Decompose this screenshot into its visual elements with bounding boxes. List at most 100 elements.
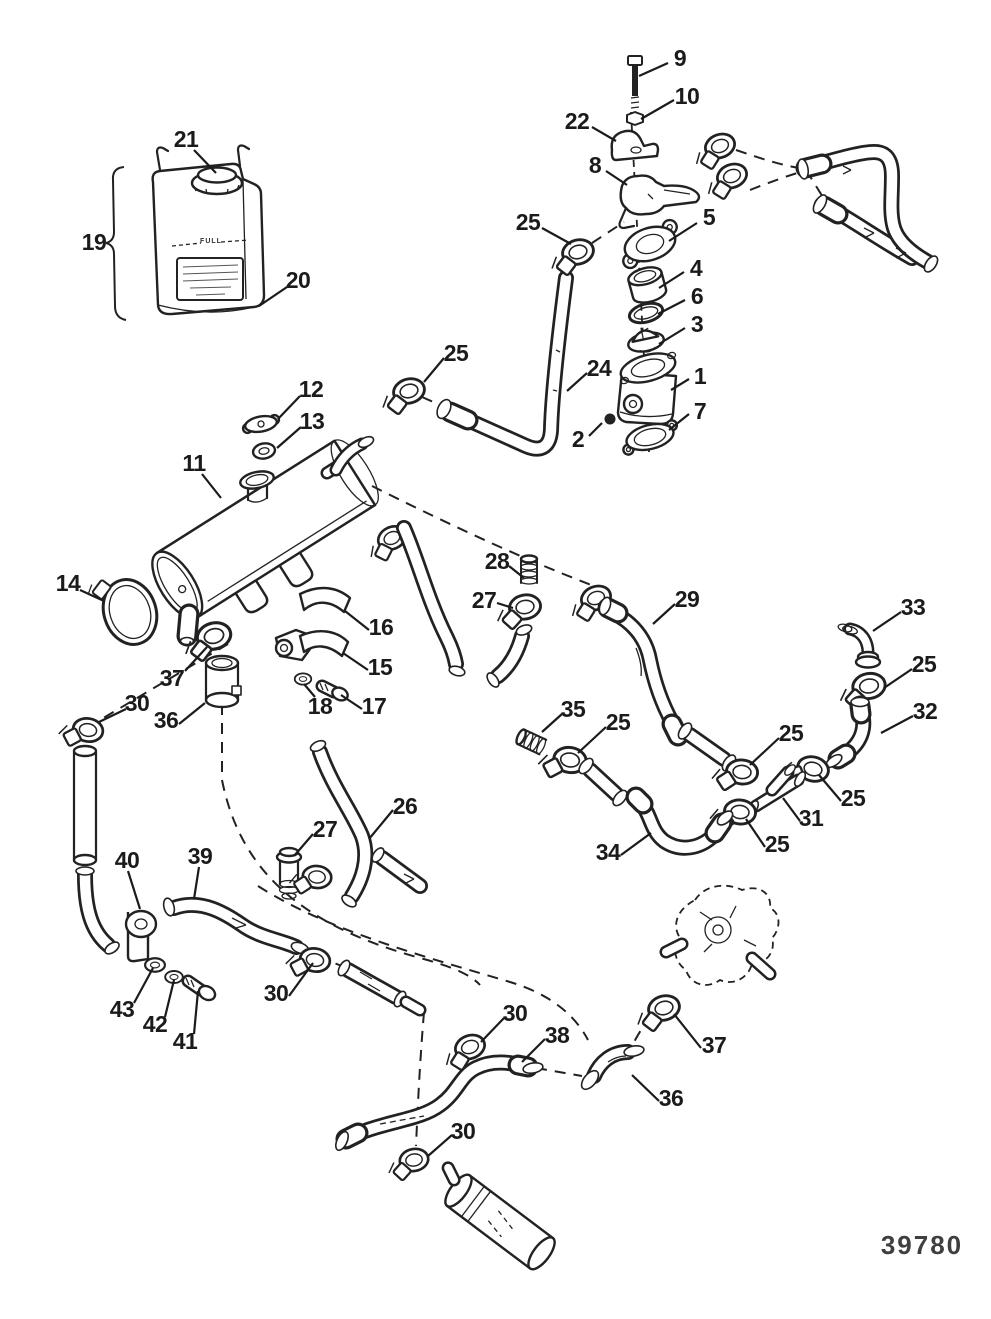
strap-16 (298, 586, 352, 614)
callout-20: 20 (286, 267, 311, 293)
clamp-25 (373, 373, 432, 423)
leader-line-32 (880, 715, 914, 734)
callout-43: 43 (110, 996, 135, 1022)
washer-18 (293, 672, 313, 686)
ps-cooler (441, 1161, 556, 1271)
elbow-32 (825, 695, 872, 770)
callout-36: 36 (659, 1085, 684, 1111)
callout-25: 25 (912, 651, 937, 677)
leader-line-30 (98, 708, 127, 723)
leader-line-1 (670, 378, 690, 391)
leader-line-38 (521, 1038, 546, 1063)
nut-10 (626, 111, 644, 126)
callout-10: 10 (675, 83, 700, 109)
leader-line-10 (640, 99, 675, 120)
leader-line-15 (342, 652, 369, 671)
plug-2 (604, 413, 616, 425)
part-z-hose (686, 128, 939, 273)
callout-34: 34 (596, 839, 621, 865)
callout-26: 26 (393, 793, 418, 819)
callout-9: 9 (674, 45, 686, 71)
callout-13: 13 (300, 408, 325, 434)
leader-line-27 (293, 833, 314, 857)
leader-line-17 (340, 694, 363, 710)
callout-29: 29 (675, 586, 700, 612)
part-hose-29 (597, 596, 737, 772)
elbow-36 (580, 1044, 645, 1091)
callout-4: 4 (690, 255, 703, 281)
part-water-pump (659, 884, 780, 986)
leader-line-8 (605, 170, 628, 186)
callout-30: 30 (451, 1118, 476, 1144)
callout-40: 40 (115, 847, 140, 873)
callout-42: 42 (143, 1011, 168, 1037)
part-clamp-14 (87, 578, 159, 646)
callout-14: 14 (56, 570, 81, 596)
sleeve-4 (627, 266, 668, 304)
bracket-22 (610, 129, 660, 162)
part-hose-26-group (275, 739, 428, 908)
part-hose-34-group (513, 726, 734, 856)
leader-line-12 (277, 395, 301, 420)
cover-8 (619, 174, 701, 216)
part-heat-exchanger (151, 413, 379, 647)
leader-line-25 (423, 357, 445, 383)
callout-38: 38 (545, 1022, 570, 1048)
callout-27: 27 (472, 587, 497, 613)
left-tube (72, 744, 98, 867)
leader-line-39 (192, 866, 201, 900)
part-hose-24 (373, 234, 601, 457)
leader-line-11 (201, 473, 222, 499)
cap-12 (241, 413, 281, 435)
leader-line-25 (541, 227, 572, 245)
fitting-28 (519, 554, 539, 586)
elbow-33 (837, 622, 882, 669)
washer-43 (144, 957, 166, 973)
bracket-19 (105, 166, 127, 321)
leader-line-3 (658, 327, 686, 345)
leader-line-30 (288, 962, 314, 997)
callout-27: 27 (313, 816, 338, 842)
leader-line-31 (782, 797, 801, 822)
callout-35: 35 (561, 696, 586, 722)
leader-line-13 (276, 426, 302, 449)
leader-line-5 (668, 222, 698, 242)
callout-8: 8 (589, 152, 602, 178)
leader-line-43 (133, 967, 154, 1004)
leader-line-37 (673, 1013, 702, 1049)
leader-line-28 (508, 565, 525, 579)
leader-line-29 (652, 603, 676, 625)
leader-line-22 (591, 126, 617, 142)
callout-25: 25 (841, 785, 866, 811)
callout-25: 25 (606, 709, 631, 735)
callout-7: 7 (694, 398, 706, 424)
reservoir-decal (176, 257, 244, 301)
grommet-40 (124, 909, 158, 939)
callout-36: 36 (154, 707, 179, 733)
callout-33: 33 (901, 594, 926, 620)
leader-line-2 (588, 422, 603, 437)
leader-line-25 (818, 774, 842, 802)
callout-32: 32 (913, 698, 938, 724)
filler-neck (239, 470, 275, 503)
part-bottom-group (335, 990, 687, 1271)
left-elbow (75, 866, 120, 955)
clamp-37 (628, 990, 687, 1040)
gasket-5 (622, 218, 678, 270)
part-bracket-hose-39 (124, 896, 427, 1017)
leader-line-20 (258, 286, 288, 307)
leader-line-16 (344, 610, 370, 631)
leader-line-14 (79, 589, 105, 602)
callout-15: 15 (368, 654, 393, 680)
part-thermostat-stack (604, 55, 701, 456)
leader-line-36 (178, 702, 206, 725)
leader-line-7 (668, 413, 690, 431)
cover-7 (622, 419, 679, 456)
callout-31: 31 (799, 805, 824, 831)
callout-25: 25 (444, 340, 469, 366)
leader-line-9 (638, 61, 669, 78)
leader-line-6 (657, 299, 686, 315)
callout-28: 28 (485, 548, 510, 574)
callout-25: 25 (765, 831, 790, 857)
